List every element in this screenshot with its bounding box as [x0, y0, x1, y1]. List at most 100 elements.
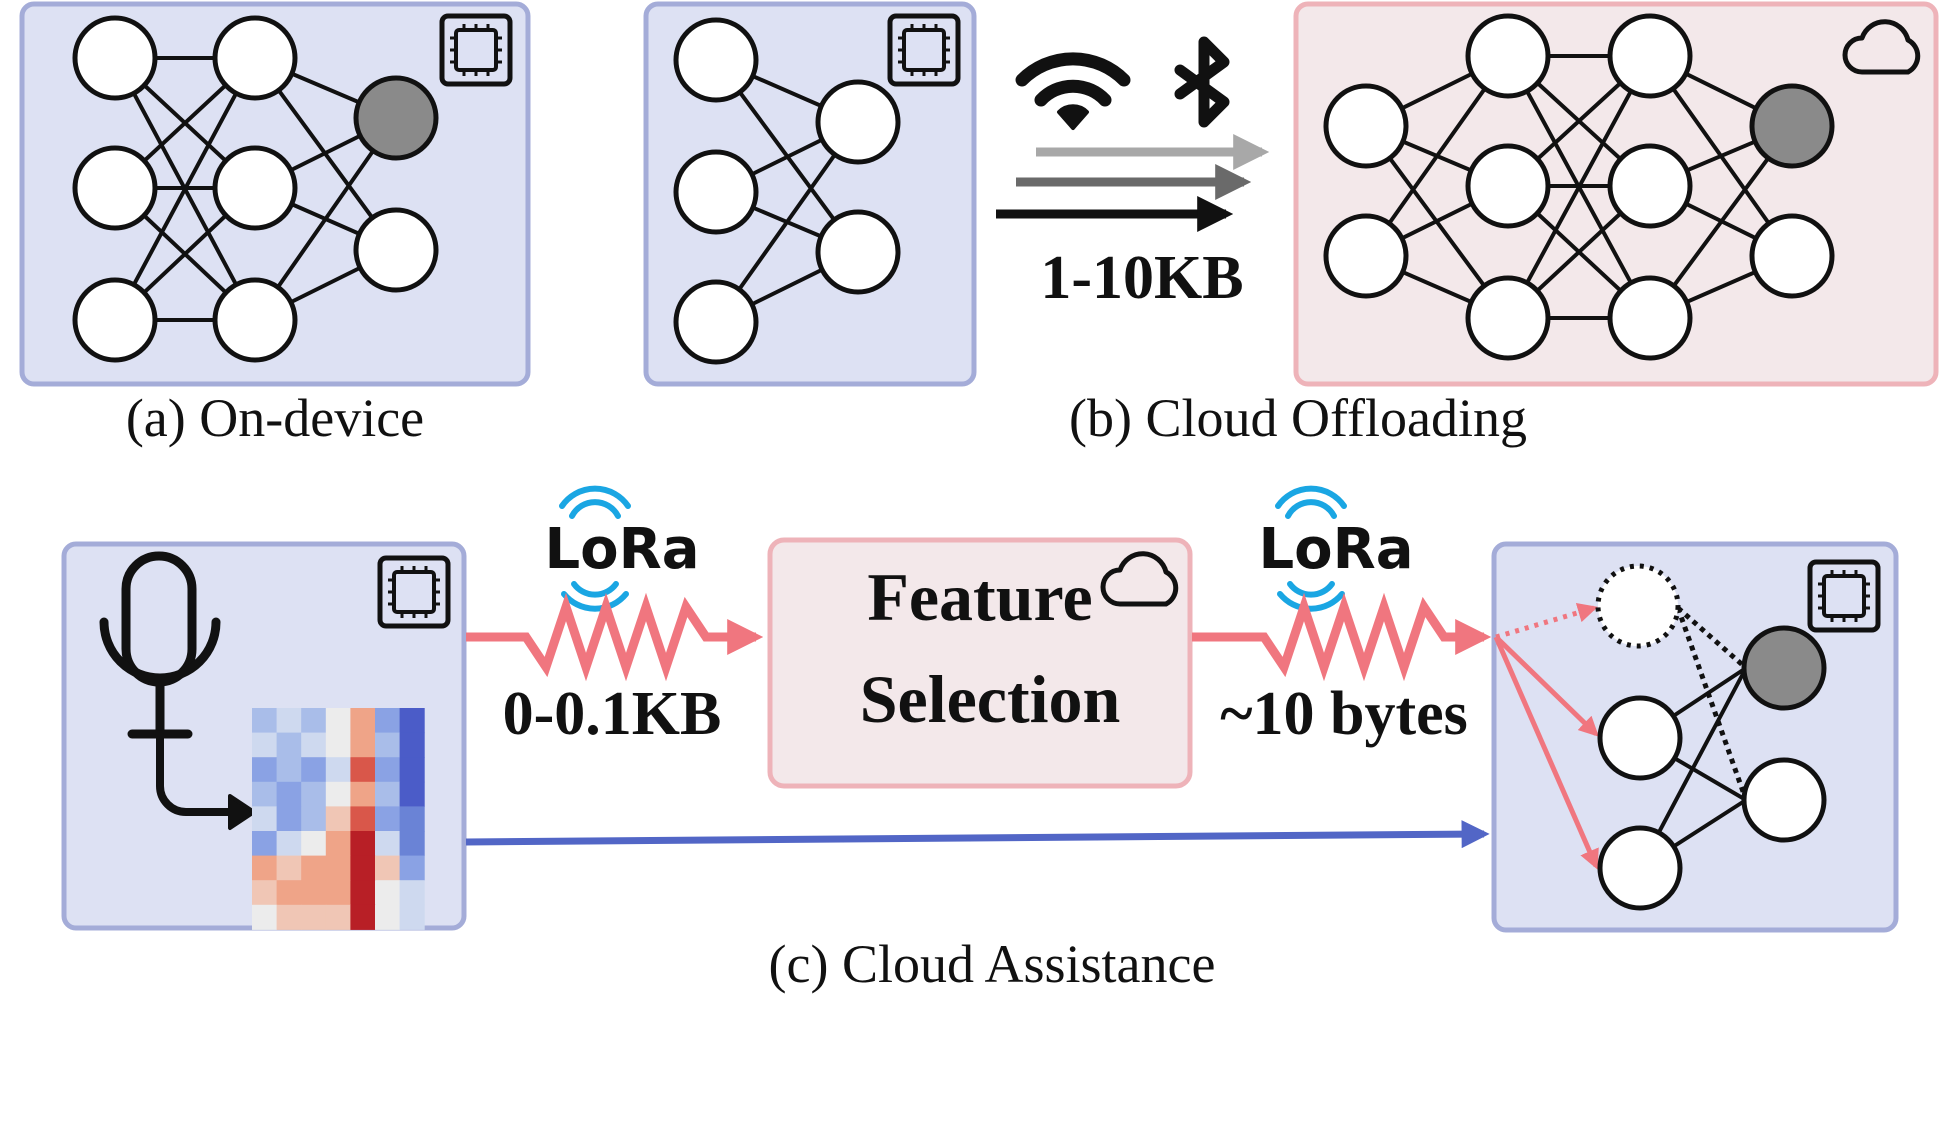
spectrogram-cell: [350, 855, 376, 881]
active-output-node: [1741, 625, 1827, 711]
spectrogram-cell: [252, 781, 278, 807]
network-nodes: [1595, 563, 1827, 911]
lora-signal-icon: [1275, 485, 1347, 612]
spectrogram-cell: [399, 781, 425, 807]
spectrogram-cell: [276, 708, 302, 734]
spectrogram-cell: [276, 880, 302, 906]
spectrogram-cell: [301, 831, 327, 857]
feature-selection-line2: Selection: [860, 661, 1121, 737]
node: [212, 15, 298, 101]
spectrogram-cell: [276, 757, 302, 783]
node: [1465, 13, 1551, 99]
node: [1465, 143, 1551, 229]
neural-network: [714, 58, 860, 324]
spectrogram-cell: [399, 757, 425, 783]
caption-cloud-offloading: (b) Cloud Offloading: [1069, 388, 1527, 448]
spectrogram-cell: [252, 757, 278, 783]
spectrogram-cell: [375, 757, 401, 783]
spectrogram-cell: [301, 855, 327, 881]
neural-network: [1638, 666, 1748, 870]
spectrogram-cell: [252, 708, 278, 734]
spectrogram-cell: [252, 904, 278, 930]
spectrogram-cell: [399, 855, 425, 881]
spectrogram-cell: [301, 757, 327, 783]
node: [673, 149, 759, 235]
spectrogram-cell: [375, 904, 401, 930]
spectrogram-cell: [325, 757, 351, 783]
spectrogram-cell: [325, 880, 351, 906]
spectrogram-cell: [276, 904, 302, 930]
spectrogram-cell: [276, 806, 302, 832]
node: [72, 15, 158, 101]
network-nodes: [673, 17, 901, 365]
spectrogram-cell: [252, 732, 278, 758]
chip-icon: [439, 13, 513, 87]
spectrogram-cell: [399, 904, 425, 930]
panel-on-device: (a) On-device: [19, 1, 531, 448]
spectrogram-cell: [252, 855, 278, 881]
spectrogram-cell: [276, 732, 302, 758]
spectrogram-cell: [276, 831, 302, 857]
node: [212, 145, 298, 231]
transfer-size-label: 1-10KB: [1040, 244, 1243, 312]
panel-cloud-assistance: LoRa 0-0.1KB Feature Selection LoRa ~10 …: [61, 485, 1899, 994]
direct-data-link: [465, 820, 1490, 849]
feature-selection-line1: Feature: [867, 559, 1092, 635]
node: [1749, 213, 1835, 299]
spectrogram-cell: [325, 732, 351, 758]
neural-network: [1364, 54, 1794, 320]
spectrogram-cell: [301, 708, 327, 734]
wifi-icon: [1015, 52, 1131, 130]
network-nodes: [72, 15, 439, 363]
node: [1323, 213, 1409, 299]
spectrogram-cell: [375, 806, 401, 832]
spectrogram-cell: [375, 708, 401, 734]
node: [815, 79, 901, 165]
spectrogram-cell: [325, 855, 351, 881]
spectrogram-cell: [399, 806, 425, 832]
chip-icon: [1807, 559, 1881, 633]
uplink-lora-label: LoRa: [544, 517, 699, 582]
downlink-lora-label: LoRa: [1258, 517, 1413, 582]
spectrogram-cell: [301, 880, 327, 906]
downlink-size-label: ~10 bytes: [1220, 680, 1468, 748]
spectrogram-cell: [350, 904, 376, 930]
microphone-icon: [99, 551, 256, 830]
spectrogram-cell: [350, 781, 376, 807]
spectrogram-cell: [301, 732, 327, 758]
node: [1607, 13, 1693, 99]
spectrogram-cell: [276, 855, 302, 881]
node: [673, 279, 759, 365]
uplink-size-label: 0-0.1KB: [503, 680, 722, 748]
spectrogram-cell: [325, 708, 351, 734]
spectrogram-cell: [325, 831, 351, 857]
chip-icon: [887, 13, 961, 87]
dropped-node: [1595, 563, 1681, 649]
spectrogram-cell: [375, 781, 401, 807]
pruned-connections: [1675, 606, 1749, 801]
node: [353, 207, 439, 293]
node: [72, 145, 158, 231]
spectrogram-cell: [399, 831, 425, 857]
bluetooth-icon: [1174, 36, 1230, 128]
spectrogram-cell: [252, 806, 278, 832]
node: [1597, 695, 1683, 781]
spectrogram-cell: [301, 806, 327, 832]
spectrogram-cell: [325, 781, 351, 807]
spectrogram-cell: [375, 831, 401, 857]
spectrogram-cell: [399, 880, 425, 906]
node: [1465, 275, 1551, 361]
node: [1323, 83, 1409, 169]
node: [815, 209, 901, 295]
spectrogram-cell: [350, 880, 376, 906]
caption-cloud-assistance: (c) Cloud Assistance: [769, 934, 1216, 994]
spectrogram-cell: [325, 806, 351, 832]
active-output-node: [353, 75, 439, 161]
spectrogram-cell: [350, 708, 376, 734]
spectrogram-cell: [399, 708, 425, 734]
spectrogram-cell: [252, 880, 278, 906]
spectrogram-cell: [252, 831, 278, 857]
node: [1741, 757, 1827, 843]
node: [1607, 143, 1693, 229]
